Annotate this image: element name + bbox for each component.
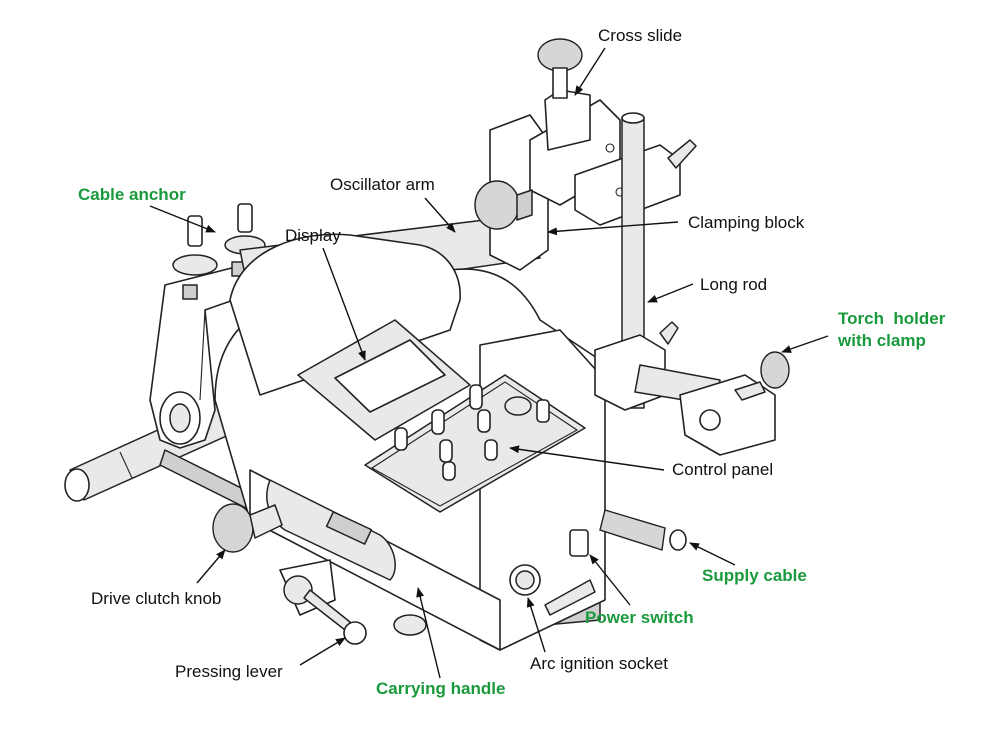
label-clamping-block: Clamping block	[688, 213, 805, 232]
leader-torch-holder	[781, 335, 829, 353]
leader-drive-clutch-knob	[196, 549, 226, 584]
pressing-lever-part	[279, 559, 427, 645]
label-carrying-handle: Carrying handle	[376, 679, 505, 698]
control-knobs	[394, 384, 550, 481]
cross-slide-assembly	[474, 38, 697, 271]
leader-display	[322, 247, 366, 361]
label-power-switch: Power switch	[585, 608, 694, 627]
label-cable-anchor: Cable anchor	[78, 185, 186, 204]
leader-cross-slide	[574, 47, 606, 96]
leader-arc-ignition-socket	[526, 597, 546, 653]
label-drive-clutch-knob: Drive clutch knob	[91, 589, 221, 608]
labels: Cross slide Cable anchor Oscillator arm …	[78, 26, 946, 698]
arc-ignition-socket-part	[509, 564, 596, 616]
leader-long-rod	[647, 283, 694, 303]
machine-illustration	[64, 38, 790, 651]
label-pressing-lever: Pressing lever	[175, 662, 283, 681]
label-arc-ignition-socket: Arc ignition socket	[530, 654, 668, 673]
power-switch-part	[569, 529, 589, 557]
torch-holder	[634, 351, 790, 456]
label-supply-cable: Supply cable	[702, 566, 807, 585]
leader-power-switch	[589, 554, 631, 606]
label-display: Display	[285, 226, 341, 245]
leader-oscillator-arm	[424, 197, 456, 233]
drive-clutch-knob-part	[212, 503, 283, 553]
label-torch-holder-line1: Torch holder	[838, 309, 946, 328]
supply-cable-gland	[599, 509, 687, 551]
label-cross-slide: Cross slide	[598, 26, 682, 45]
leader-control-panel	[509, 445, 665, 471]
leader-lines	[149, 47, 829, 679]
leader-pressing-lever	[299, 637, 346, 666]
leader-clamping-block	[547, 221, 679, 236]
label-long-rod: Long rod	[700, 275, 767, 294]
display-unit	[297, 319, 471, 441]
label-torch-holder-line2: with clamp	[837, 331, 926, 350]
label-control-panel: Control panel	[672, 460, 773, 479]
leader-carrying-handle	[416, 587, 441, 679]
control-panel-unit	[364, 374, 586, 513]
leader-supply-cable	[689, 542, 736, 566]
label-oscillator-arm: Oscillator arm	[330, 175, 435, 194]
leader-cable-anchor	[149, 205, 216, 233]
